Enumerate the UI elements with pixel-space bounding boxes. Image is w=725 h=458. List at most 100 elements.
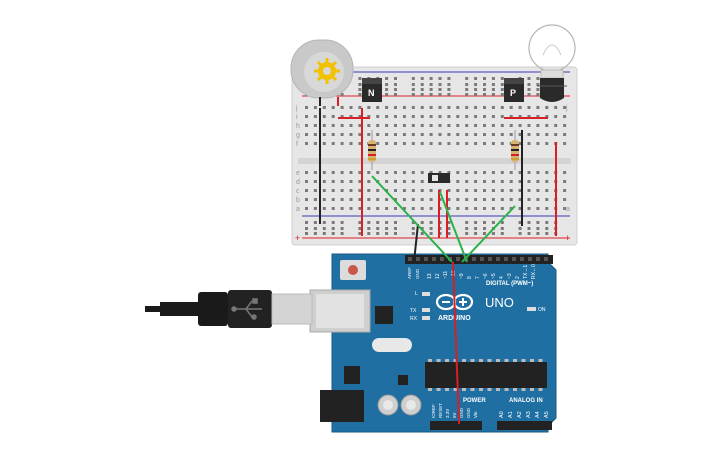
rail-hole[interactable]: [447, 77, 451, 80]
rail-hole[interactable]: [394, 88, 397, 91]
rail-hole[interactable]: [420, 88, 424, 91]
breadboard-hole[interactable]: [509, 115, 513, 118]
header-pin[interactable]: [544, 257, 548, 261]
breadboard-hole[interactable]: [500, 124, 504, 127]
arduino-uno[interactable]: ARDUINO UNO DIGITAL (PWM~) POWER ANALOG …: [309, 253, 557, 433]
breadboard-hole[interactable]: [509, 198, 513, 201]
rail-hole[interactable]: [438, 77, 442, 80]
breadboard-hole[interactable]: [331, 124, 335, 127]
breadboard-hole[interactable]: [349, 115, 353, 118]
breadboard-hole[interactable]: [331, 133, 335, 136]
breadboard-hole[interactable]: [331, 198, 335, 201]
rail-hole[interactable]: [545, 227, 549, 230]
rail-hole[interactable]: [340, 93, 344, 96]
breadboard-hole[interactable]: [385, 171, 389, 174]
rail-hole[interactable]: [491, 221, 495, 224]
breadboard-hole[interactable]: [456, 198, 460, 201]
breadboard-hole[interactable]: [527, 142, 531, 145]
rail-hole[interactable]: [340, 232, 344, 235]
breadboard-hole[interactable]: [536, 207, 540, 210]
breadboard-hole[interactable]: [402, 171, 406, 174]
breadboard-hole[interactable]: [402, 142, 406, 145]
breadboard-hole[interactable]: [340, 133, 344, 136]
breadboard-hole[interactable]: [305, 106, 308, 109]
breadboard-hole[interactable]: [331, 106, 335, 109]
rail-hole[interactable]: [491, 83, 495, 86]
breadboard-hole[interactable]: [305, 189, 308, 192]
breadboard-hole[interactable]: [563, 142, 567, 145]
breadboard-hole[interactable]: [518, 115, 522, 118]
rail-hole[interactable]: [385, 227, 389, 230]
header-pin[interactable]: [408, 257, 412, 261]
breadboard-hole[interactable]: [447, 115, 451, 118]
breadboard-hole[interactable]: [527, 198, 531, 201]
rail-hole[interactable]: [429, 93, 433, 96]
breadboard-hole[interactable]: [420, 142, 424, 145]
breadboard-hole[interactable]: [527, 180, 531, 183]
breadboard-hole[interactable]: [429, 171, 433, 174]
rail-hole[interactable]: [500, 93, 504, 96]
breadboard-hole[interactable]: [411, 142, 415, 145]
rail-hole[interactable]: [447, 232, 451, 235]
breadboard-hole[interactable]: [394, 115, 397, 118]
header-pin[interactable]: [536, 257, 540, 261]
breadboard-hole[interactable]: [500, 189, 504, 192]
breadboard-hole[interactable]: [367, 124, 371, 127]
rail-hole[interactable]: [411, 83, 415, 86]
breadboard-hole[interactable]: [376, 171, 380, 174]
breadboard-hole[interactable]: [349, 133, 353, 136]
breadboard-hole[interactable]: [340, 115, 344, 118]
breadboard-hole[interactable]: [545, 180, 549, 183]
rail-hole[interactable]: [385, 93, 389, 96]
breadboard-hole[interactable]: [402, 106, 406, 109]
breadboard-hole[interactable]: [376, 133, 380, 136]
breadboard-hole[interactable]: [420, 115, 424, 118]
breadboard-hole[interactable]: [367, 133, 371, 136]
rail-hole[interactable]: [536, 83, 540, 86]
breadboard[interactable]: j i h g f e d c b a j a + +: [291, 66, 578, 246]
rail-hole[interactable]: [429, 83, 433, 86]
breadboard-hole[interactable]: [447, 171, 451, 174]
breadboard-hole[interactable]: [509, 133, 513, 136]
breadboard-hole[interactable]: [402, 189, 406, 192]
breadboard-hole[interactable]: [456, 180, 460, 183]
breadboard-hole[interactable]: [563, 207, 567, 210]
breadboard-hole[interactable]: [411, 198, 415, 201]
rail-hole[interactable]: [438, 93, 442, 96]
breadboard-hole[interactable]: [447, 207, 451, 210]
breadboard-hole[interactable]: [491, 171, 495, 174]
rail-hole[interactable]: [447, 227, 451, 230]
rail-hole[interactable]: [411, 227, 415, 230]
breadboard-hole[interactable]: [429, 124, 433, 127]
breadboard-hole[interactable]: [340, 106, 344, 109]
breadboard-hole[interactable]: [376, 142, 380, 145]
breadboard-hole[interactable]: [331, 171, 335, 174]
rail-hole[interactable]: [465, 221, 469, 224]
rail-hole[interactable]: [429, 77, 433, 80]
breadboard-hole[interactable]: [340, 124, 344, 127]
breadboard-hole[interactable]: [322, 142, 326, 145]
breadboard-hole[interactable]: [420, 198, 424, 201]
breadboard-hole[interactable]: [331, 142, 335, 145]
breadboard-hole[interactable]: [491, 142, 495, 145]
breadboard-hole[interactable]: [367, 180, 371, 183]
rail-hole[interactable]: [305, 232, 308, 235]
rail-hole[interactable]: [483, 83, 486, 86]
breadboard-hole[interactable]: [545, 198, 549, 201]
breadboard-hole[interactable]: [367, 106, 371, 109]
rail-hole[interactable]: [394, 227, 397, 230]
rail-hole[interactable]: [305, 221, 308, 224]
breadboard-hole[interactable]: [509, 124, 513, 127]
breadboard-hole[interactable]: [527, 115, 531, 118]
breadboard-hole[interactable]: [376, 124, 380, 127]
rail-hole[interactable]: [367, 227, 371, 230]
rail-hole[interactable]: [483, 93, 486, 96]
breadboard-hole[interactable]: [367, 207, 371, 210]
breadboard-hole[interactable]: [340, 198, 344, 201]
breadboard-hole[interactable]: [420, 180, 424, 183]
breadboard-hole[interactable]: [420, 189, 424, 192]
rail-hole[interactable]: [536, 88, 540, 91]
rail-hole[interactable]: [331, 227, 335, 230]
breadboard-hole[interactable]: [385, 198, 389, 201]
breadboard-hole[interactable]: [483, 106, 486, 109]
